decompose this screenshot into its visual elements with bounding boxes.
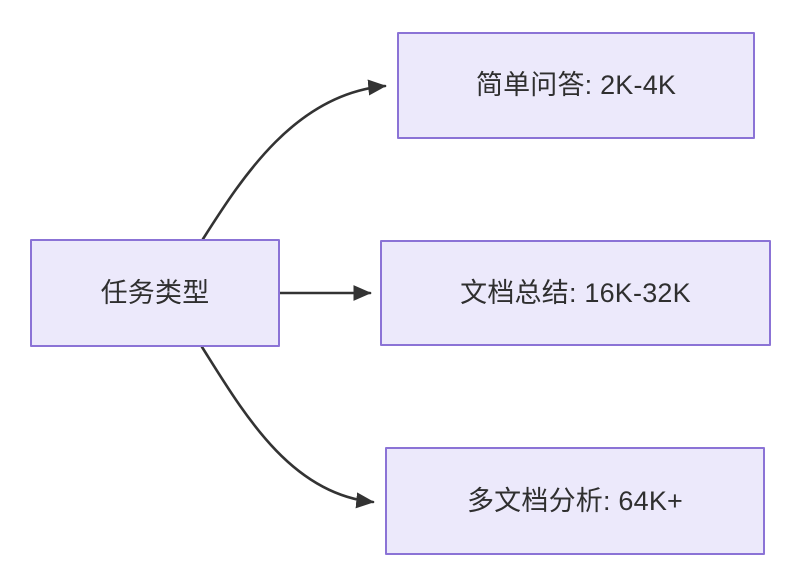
node-document-summary[interactable]: 文档总结: 16K-32K <box>380 240 771 346</box>
node-task-type[interactable]: 任务类型 <box>30 239 280 347</box>
node-simple-qa[interactable]: 简单问答: 2K-4K <box>397 32 755 139</box>
node-multi-document-analysis[interactable]: 多文档分析: 64K+ <box>385 447 765 555</box>
node-label: 文档总结: 16K-32K <box>460 277 691 308</box>
node-label: 简单问答: 2K-4K <box>475 70 677 101</box>
node-label: 任务类型 <box>100 277 210 308</box>
edge-root-to-multi-doc <box>200 345 375 509</box>
edge-root-to-simple-qa <box>201 79 387 241</box>
node-label: 多文档分析: 64K+ <box>466 485 683 516</box>
